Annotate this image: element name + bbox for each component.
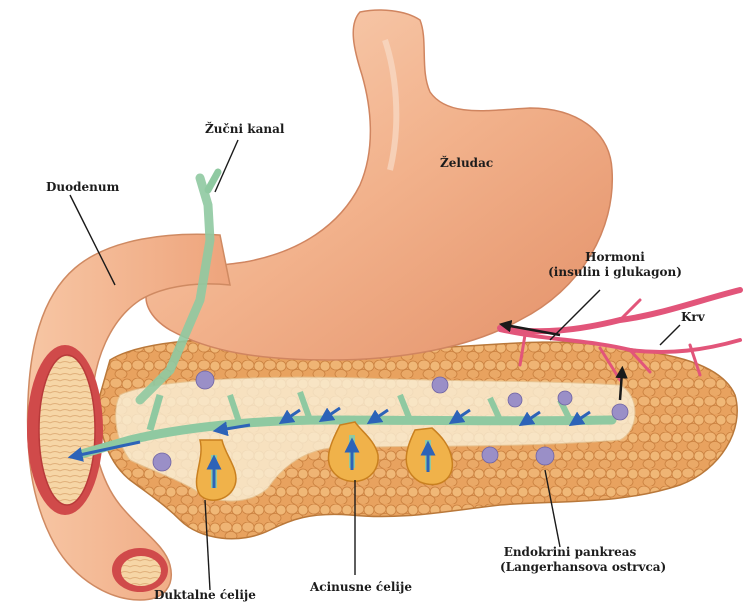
label-bile-duct: Žučni kanal [205, 122, 284, 137]
label-endocrine-line1: Endokrini pankreas [500, 545, 640, 560]
label-hormones: Hormoni (insulin i glukagon) [540, 250, 690, 280]
label-ductal-cells: Duktalne ćelije [154, 588, 256, 603]
label-hormones-line1: Hormoni [540, 250, 690, 265]
label-acinar-cells: Acinusne ćelije [310, 580, 412, 595]
label-endocrine-line2: (Langerhansova ostrvca) [500, 560, 640, 575]
stomach [146, 10, 612, 360]
label-stomach: Želudac [440, 156, 493, 171]
label-blood: Krv [681, 310, 705, 325]
label-duodenum: Duodenum [46, 180, 119, 195]
label-endocrine-pancreas: Endokrini pankreas (Langerhansova ostrvc… [500, 545, 640, 575]
label-hormones-line2: (insulin i glukagon) [540, 265, 690, 280]
